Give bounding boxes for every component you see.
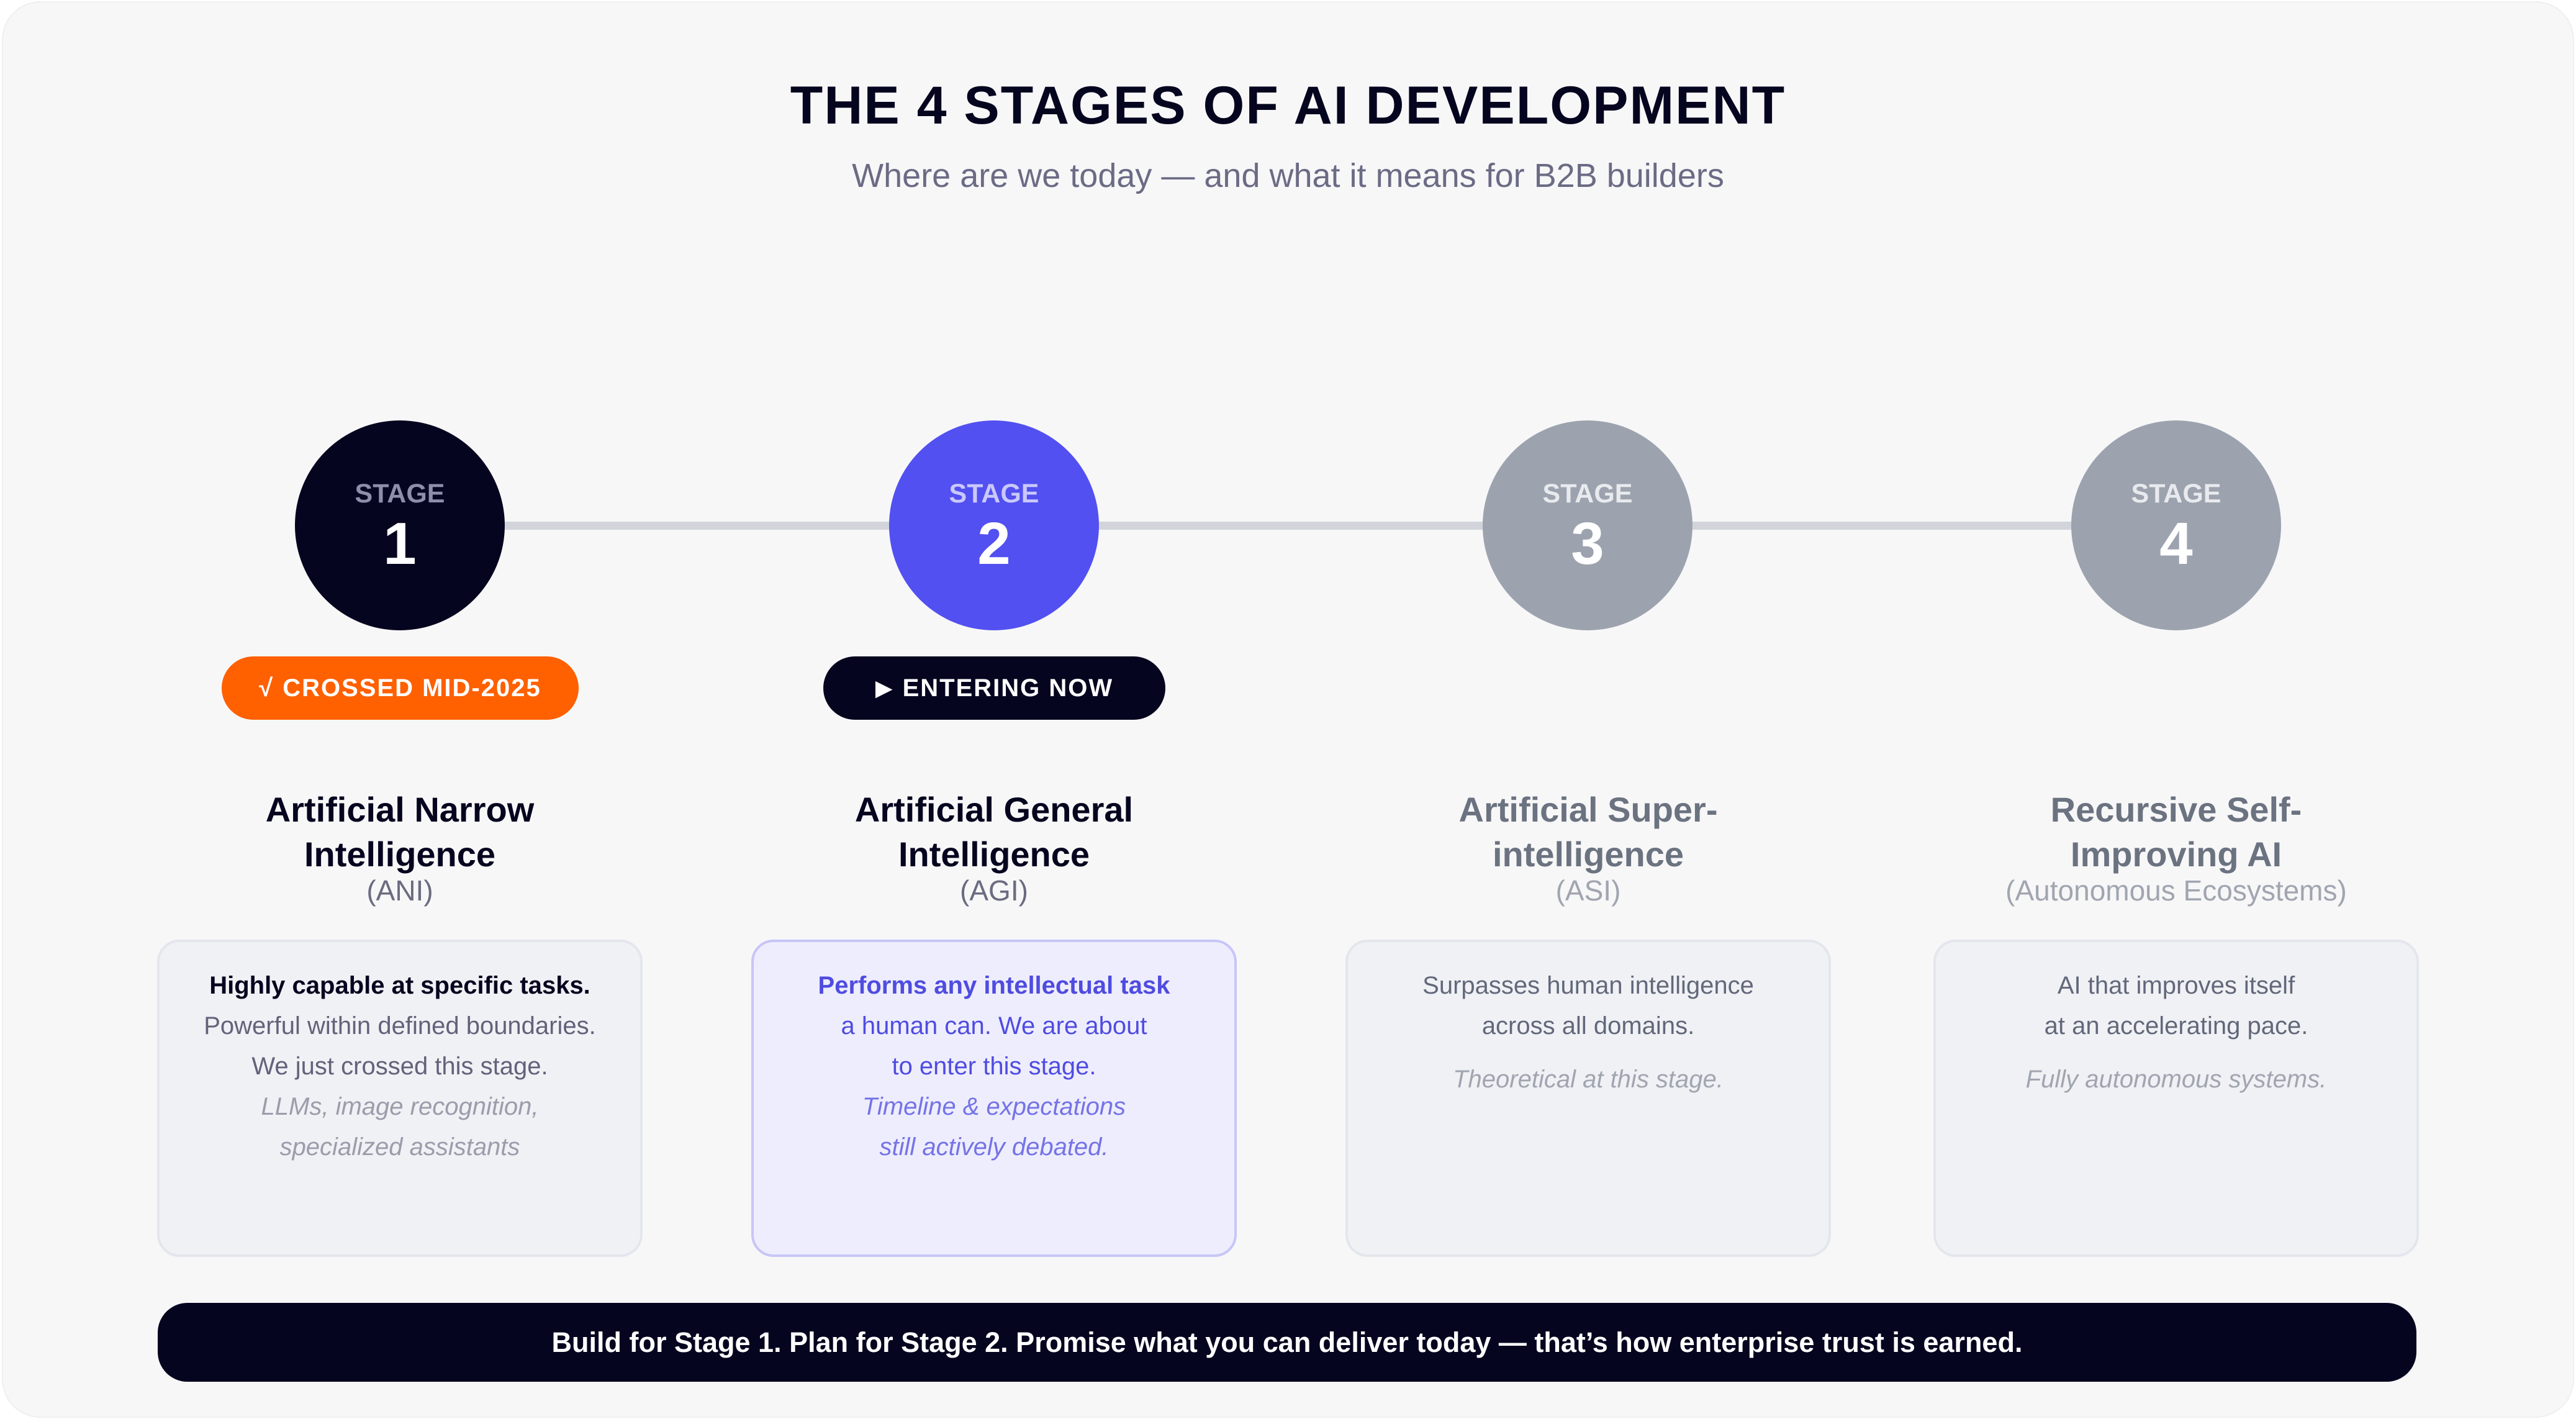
stage-1-card-line: We just crossed this stage. (251, 1053, 548, 1080)
stage-3-card-line: across all domains. (1481, 1012, 1695, 1040)
stage-3-abbrev: (ASI) (1555, 874, 1621, 907)
stage-4-abbrev: (Autonomous Ecosystems) (2005, 874, 2347, 907)
stage-2-name: Artificial General Intelligence (AGI) (715, 787, 1273, 908)
stage-3-card-line: Surpasses human intelligence (1422, 972, 1754, 999)
stage-2-number: 2 (977, 510, 1011, 577)
stage-2-card-line: a human can. We are about (841, 1012, 1147, 1040)
stage-1-card: Highly capable at specific tasks. Powerf… (157, 940, 643, 1257)
stage-3-card: Surpasses human intelligence across all … (1345, 940, 1831, 1257)
stage-4-card-line: at an accelerating pace. (2044, 1012, 2308, 1040)
takeaway-text: Build for Stage 1. Plan for Stage 2. Pro… (551, 1326, 2023, 1358)
stage-2-card-line: Performs any intellectual task (818, 972, 1170, 999)
stage-3-name-line2: intelligence (1492, 835, 1684, 874)
stage-2-abbrev: (AGI) (960, 874, 1028, 907)
stage-2-status-label: ENTERING NOW (902, 674, 1114, 702)
stage-2-circle: STAGE 2 (889, 420, 1099, 630)
stage-1-card-line: Powerful within defined boundaries. (204, 1012, 596, 1040)
stage-1-circle: STAGE 1 (295, 420, 505, 630)
timeline-track (400, 522, 2176, 530)
stage-4-name-line2: Improving AI (2070, 835, 2282, 874)
stage-4-card: AI that improves itself at an accelerati… (1933, 940, 2419, 1257)
stage-3-name-line1: Artificial Super- (1458, 790, 1718, 829)
check-icon: √ (259, 674, 274, 702)
stage-1-card-line: Highly capable at specific tasks. (209, 972, 590, 999)
stage-3-label: STAGE (1542, 479, 1633, 509)
stage-2-label: STAGE (949, 479, 1039, 509)
stage-3-card-line: Theoretical at this stage. (1453, 1066, 1724, 1093)
stage-2-status-badge: ▶ ENTERING NOW (823, 656, 1165, 720)
stage-1-status-label: CROSSED MID-2025 (282, 674, 541, 702)
stage-1-abbrev: (ANI) (366, 874, 433, 907)
stage-1-label: STAGE (355, 479, 445, 509)
stage-4-name: Recursive Self- Improving AI (Autonomous… (1897, 787, 2456, 908)
stage-1-card-line: specialized assistants (279, 1133, 520, 1161)
stage-2-card-line: Timeline & expectations (862, 1093, 1126, 1120)
play-icon: ▶ (875, 675, 894, 700)
stage-4-number: 4 (2159, 510, 2193, 577)
stage-1-name: Artificial Narrow Intelligence (ANI) (120, 787, 679, 908)
stage-1-status-badge: √ CROSSED MID-2025 (222, 656, 579, 720)
page-title: THE 4 STAGES OF AI DEVELOPMENT (790, 76, 1786, 135)
stage-2-card-line: still actively debated. (879, 1133, 1109, 1161)
stage-2-name-line2: Intelligence (898, 835, 1090, 874)
stage-2-name-line1: Artificial General (854, 790, 1134, 829)
stage-1-name-line2: Intelligence (304, 835, 496, 874)
stage-1-name-line1: Artificial Narrow (265, 790, 535, 829)
stage-4-name-line1: Recursive Self- (2050, 790, 2302, 829)
stage-1-card-line: LLMs, image recognition, (261, 1093, 539, 1120)
takeaway-banner: Build for Stage 1. Plan for Stage 2. Pro… (158, 1303, 2416, 1382)
stage-3-number: 3 (1571, 510, 1604, 577)
stage-2-card: Performs any intellectual task a human c… (751, 940, 1237, 1257)
stage-4-card-line: AI that improves itself (2057, 972, 2295, 999)
stage-2-card-line: to enter this stage. (892, 1053, 1096, 1080)
stage-1-number: 1 (383, 510, 417, 577)
stage-4-circle: STAGE 4 (2071, 420, 2281, 630)
stage-3-name: Artificial Super- intelligence (ASI) (1309, 787, 1868, 908)
page-subtitle: Where are we today — and what it means f… (852, 157, 1724, 194)
stage-4-card-line: Fully autonomous systems. (2025, 1066, 2327, 1093)
stage-3-circle: STAGE 3 (1483, 420, 1692, 630)
stage-4-label: STAGE (2131, 479, 2221, 509)
